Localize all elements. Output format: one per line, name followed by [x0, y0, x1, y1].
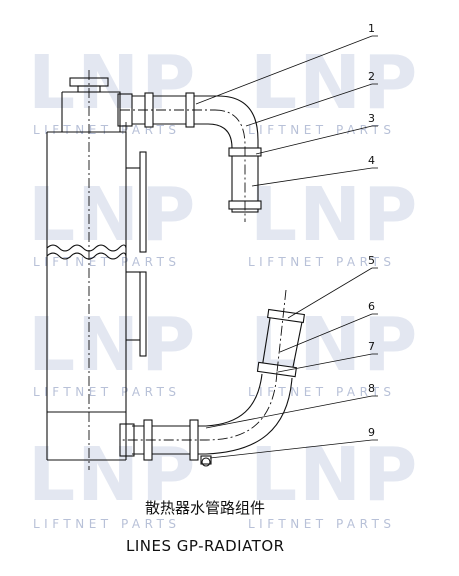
watermark-layer: LNP LNP LNP LNP LNP LNP LNP LNP LIFTNET … — [28, 40, 419, 531]
watermark-logo: LNP — [28, 432, 197, 518]
callout-4: 4 — [368, 154, 375, 167]
callout-8: 8 — [368, 382, 375, 395]
callout-numbers: 1 2 3 4 5 6 7 8 9 — [368, 22, 375, 439]
watermark-logo: LNP — [28, 40, 197, 126]
callout-5: 5 — [368, 254, 375, 267]
watermark-logo: LNP — [250, 40, 419, 126]
callout-3: 3 — [368, 112, 375, 125]
callout-7: 7 — [368, 340, 375, 353]
watermark-text: LIFTNET PARTS — [248, 255, 396, 269]
watermark-logo: LNP — [28, 172, 197, 258]
watermark-text: LIFTNET PARTS — [33, 385, 181, 399]
watermark-text: LIFTNET PARTS — [248, 123, 396, 137]
watermark-text: LIFTNET PARTS — [33, 517, 181, 531]
caption-english: LINES GP-RADIATOR — [126, 537, 285, 555]
watermark-text: LIFTNET PARTS — [33, 255, 181, 269]
callout-9: 9 — [368, 426, 375, 439]
caption-chinese: 散热器水管路组件 — [145, 499, 265, 517]
watermark-logo: LNP — [250, 172, 419, 258]
watermark-text: LIFTNET PARTS — [248, 385, 396, 399]
radiator-body — [46, 70, 147, 470]
callout-2: 2 — [368, 70, 375, 83]
watermark-logo: LNP — [250, 432, 419, 518]
watermark-text: LIFTNET PARTS — [248, 517, 396, 531]
callout-1: 1 — [368, 22, 375, 35]
lower-hose-assembly — [119, 289, 306, 467]
watermark-text: LIFTNET PARTS — [33, 123, 181, 137]
upper-hose-assembly — [117, 92, 262, 222]
watermark-logo: LNP — [28, 302, 197, 388]
leader-lines — [195, 35, 378, 459]
callout-6: 6 — [368, 300, 375, 313]
